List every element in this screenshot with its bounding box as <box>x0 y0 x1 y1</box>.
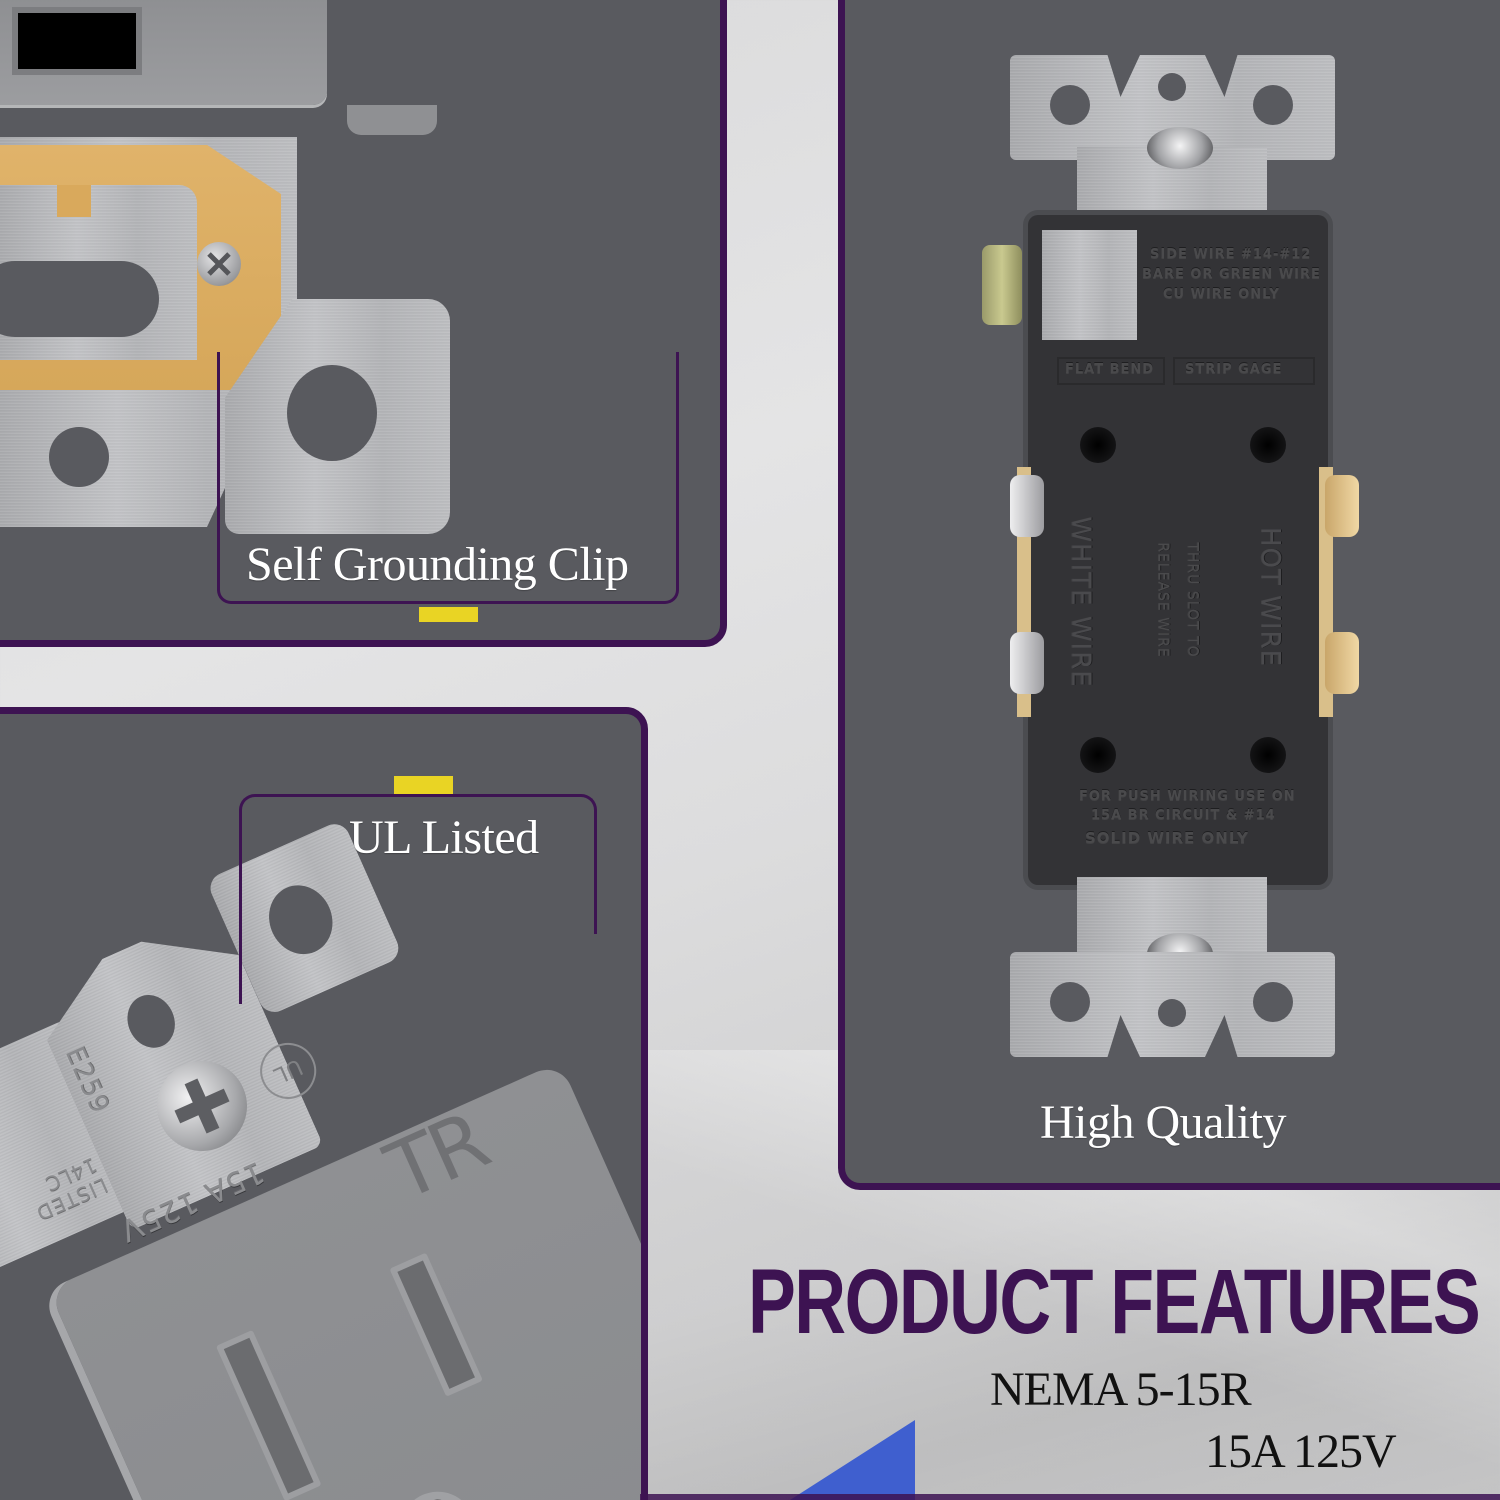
label-side-wire-2: BARE OR GREEN WIRE <box>1142 267 1321 282</box>
callout-self-grounding-clip: Self Grounding Clip <box>246 538 629 591</box>
top-hole-right <box>1253 85 1293 125</box>
label-release-2: RELEASE WIRE <box>1154 542 1171 658</box>
product-features-title: PRODUCT FEATURES <box>748 1251 1481 1353</box>
terminal-screw-brass-top <box>1325 475 1359 537</box>
label-side-wire-3: CU WIRE ONLY <box>1163 287 1280 302</box>
strap-slot <box>0 261 159 337</box>
outlet-face-lower <box>347 105 437 135</box>
tilted-receptacle: UL 15A 125V LISTED 14LC E259 TR <box>0 739 641 1500</box>
bracket-mask <box>223 347 669 547</box>
clip-screw <box>197 242 241 286</box>
label-hot-wire: HOT WIRE <box>1255 526 1286 668</box>
label-flat-bend: FLAT BEND <box>1065 362 1155 377</box>
label-side-wire-1: SIDE WIRE #14-#12 <box>1150 247 1312 262</box>
rivet-br <box>1250 737 1286 773</box>
bottom-hole-left <box>1050 982 1090 1022</box>
flat-bend-box <box>1057 357 1165 385</box>
mounting-screw <box>142 1046 262 1166</box>
rivet-tr <box>1250 427 1286 463</box>
label-release-1: THRU SLOT TO <box>1184 542 1201 658</box>
yellow-tag <box>419 607 478 622</box>
terminal-screw-brass-bottom <box>1325 632 1359 694</box>
panel-ul-listed: UL 15A 125V LISTED 14LC E259 TR UL Liste… <box>0 707 648 1500</box>
rivet-tl <box>1080 427 1116 463</box>
callout-ul-listed: UL Listed <box>349 811 539 864</box>
terminal-screw-silver-bottom <box>1010 632 1044 694</box>
strip-gage-box <box>1173 357 1315 385</box>
rivet-bl <box>1080 737 1116 773</box>
ground-bracket <box>1042 230 1137 340</box>
strap-hole-small <box>49 427 109 487</box>
bottom-accent-band <box>640 1494 1500 1500</box>
label-push-3: SOLID WIRE ONLY <box>1085 829 1249 847</box>
callout-bracket <box>217 352 679 604</box>
ground-screw-green <box>982 245 1022 325</box>
top-mounting-screw <box>1147 127 1213 169</box>
top-hole-center <box>1158 73 1186 101</box>
label-push-1: FOR PUSH WIRING USE ON <box>1079 789 1296 804</box>
mounting-ear-hole <box>287 365 377 461</box>
callout-high-quality: High Quality <box>1040 1096 1286 1149</box>
panel-high-quality: SIDE WIRE #14-#12 BARE OR GREEN WIRE CU … <box>838 0 1500 1190</box>
outlet-slot <box>12 7 142 75</box>
callout-bracket <box>239 794 597 934</box>
phillips-cross-icon <box>207 252 231 276</box>
label-push-2: 15A BR CIRCUIT & #14 <box>1091 808 1276 823</box>
panel-self-grounding-clip: Self Grounding Clip <box>0 0 727 647</box>
bottom-hole-center <box>1158 999 1186 1027</box>
phillips-cross-icon <box>174 1078 230 1134</box>
top-hole-left <box>1050 85 1090 125</box>
label-strip-gage: STRIP GAGE <box>1185 362 1283 377</box>
spec-nema: NEMA 5-15R <box>990 1363 1252 1416</box>
spec-rating: 15A 125V <box>1205 1425 1397 1478</box>
clip-tab <box>57 185 91 217</box>
terminal-screw-silver-top <box>1010 475 1044 537</box>
blue-accent-triangle <box>790 1420 915 1500</box>
bottom-hole-right <box>1253 982 1293 1022</box>
callout-leader <box>239 924 242 1004</box>
yellow-tag <box>394 776 453 794</box>
label-white-wire: WHITE WIRE <box>1065 516 1096 688</box>
